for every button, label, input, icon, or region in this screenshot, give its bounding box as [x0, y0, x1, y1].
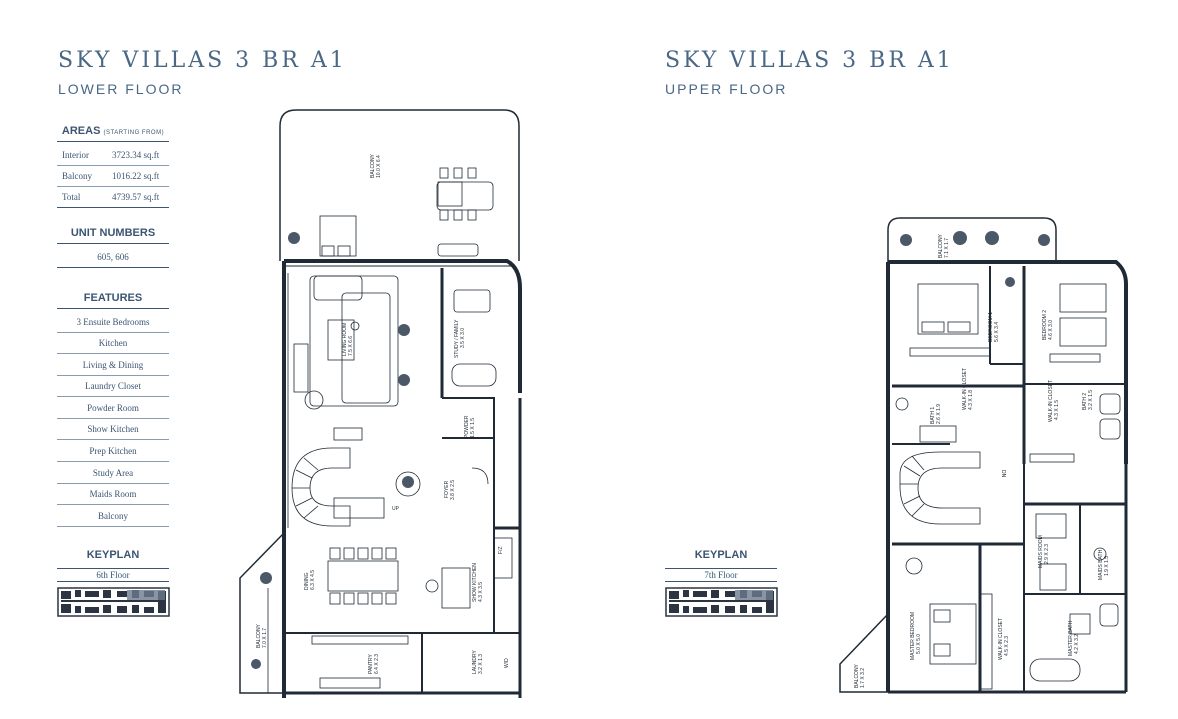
master-bath-label: MASTER BATH	[1068, 620, 1074, 656]
foyer-dim: 3.8 X 2.5	[450, 480, 456, 500]
feature-item: Living & Dining	[57, 355, 169, 376]
fridge-label: F/Z	[498, 547, 504, 555]
right-keyplan-floor: 7th Floor	[665, 568, 777, 582]
lower-floor-plan: BALCONY 10.0 X 6.4 LIVING ROOM 7.5 X 6.6…	[239, 109, 522, 698]
walkin-closet-2-dim: 4.3 X 1.5	[1054, 400, 1060, 420]
balcony-top-label: BALCONY	[370, 153, 376, 178]
walkin-closet-dim: 4.3 X 1.8	[968, 390, 974, 410]
bath-1-label: BATH 1	[930, 407, 936, 424]
left-keyplan-map	[57, 587, 170, 617]
left-keyplan-heading: KEYPLAN	[86, 549, 140, 561]
maids-room-dim: 2.9 X 2.3	[1044, 544, 1050, 564]
areas-heading: AREAS (STARTING FROM)	[57, 125, 169, 142]
maids-bath-label: MAIDS BATH	[1098, 549, 1104, 580]
show-kitchen-dim: 4.3 X 3.5	[478, 582, 484, 602]
left-subtitle: LOWER FLOOR	[58, 81, 184, 97]
master-bedroom-label: MASTER BEDROOM	[910, 612, 916, 660]
washer-dryer-label: W/D	[504, 658, 510, 668]
show-kitchen-label: SHOW KITCHEN	[472, 563, 478, 602]
dining-dim: 6.3 X 4.5	[310, 570, 316, 590]
balcony-top-dim: 7.1 X 1.7	[944, 238, 950, 258]
study-dim: 3.5 X 3.0	[460, 328, 466, 348]
area-label: Total	[62, 192, 81, 202]
maids-bath-dim: 1.9 X 1.5	[1104, 556, 1110, 576]
walkin-closet-2-label: WALK-IN CLOSET	[1048, 380, 1054, 422]
area-value: 3723.34 sq.ft	[112, 150, 160, 160]
area-row-interior: Interior 3723.34 sq.ft	[57, 145, 169, 166]
laundry-dim: 3.2 X 1.3	[478, 654, 484, 674]
feature-item: 3 Ensuite Bedrooms	[57, 312, 169, 333]
feature-item: Study Area	[57, 463, 169, 484]
upper-floor-plan: BALCONY 7.1 X 1.7 BEDROOM 1 5.6 X 3.4 BE…	[839, 217, 1128, 694]
walkin-closet-label: WALK-IN CLOSET	[962, 368, 968, 410]
area-row-balcony: Balcony 1016.22 sq.ft	[57, 166, 169, 187]
feature-item: Kitchen	[57, 333, 169, 354]
balcony-side-label: BALCONY	[854, 663, 860, 688]
balcony-outline	[279, 109, 520, 261]
laundry-label: LAUNDRY	[472, 650, 478, 674]
balcony-side-dim: 7.0 X 1.7	[262, 628, 268, 648]
right-keyplan-map	[665, 587, 778, 617]
balcony-side-label: BALCONY	[256, 623, 262, 648]
right-subtitle: UPPER FLOOR	[665, 81, 788, 97]
study-label: STUDY / FAMILY	[454, 319, 460, 358]
area-row-total: Total 4739.57 sq.ft	[57, 187, 169, 208]
bath-2-dim: 3.2 X 1.5	[1088, 390, 1094, 410]
dining-label: DINING	[304, 572, 310, 590]
pantry-label: PANTRY	[368, 654, 374, 674]
feature-item: Maids Room	[57, 484, 169, 505]
unit-numbers-heading: UNIT NUMBERS	[57, 227, 169, 244]
feature-item: Prep Kitchen	[57, 441, 169, 462]
feature-item: Laundry Closet	[57, 376, 169, 397]
feature-item: Show Kitchen	[57, 419, 169, 440]
feature-item: Balcony	[57, 506, 169, 527]
bedroom-2-label: BEDROOM 2	[1042, 310, 1048, 340]
master-bedroom-dim: 5.0 X 5.0	[916, 634, 922, 654]
right-title: SKY VILLAS 3 BR A1	[665, 48, 954, 73]
stair-down-label: DN	[1000, 470, 1006, 478]
powder-dim: 1.5 X 1.5	[470, 418, 476, 438]
master-closet-dim: 4.5 X 2.3	[1004, 636, 1010, 656]
pantry-dim: 6.4 X 2.3	[374, 654, 380, 674]
living-room-dim: 7.5 X 6.6	[348, 336, 354, 356]
stair-up-label: UP	[392, 506, 400, 512]
living-room-label: LIVING ROOM	[342, 323, 348, 356]
left-title: SKY VILLAS 3 BR A1	[58, 48, 347, 73]
master-closet-label: WALK-IN CLOSET	[998, 618, 1004, 660]
right-keyplan-heading: KEYPLAN	[694, 549, 748, 561]
foyer-label: FOYER	[444, 480, 450, 498]
bedroom-1-dim: 5.6 X 3.4	[994, 322, 1000, 342]
left-keyplan-floor: 6th Floor	[57, 568, 169, 582]
bath-2-label: BATH 2	[1082, 393, 1088, 410]
maids-room-label: MAIDS ROOM	[1038, 535, 1044, 568]
areas-heading-label: AREAS	[61, 125, 101, 137]
bath-1-dim: 2.6 X 1.9	[936, 404, 942, 424]
area-label: Balcony	[62, 171, 92, 181]
features-heading: FEATURES	[57, 292, 169, 309]
bedroom-2-dim: 4.6 X 3.0	[1048, 320, 1054, 340]
area-value: 1016.22 sq.ft	[112, 171, 160, 181]
balcony-top-label: BALCONY	[938, 233, 944, 258]
balcony-side-dim: 1.7 X 3.2	[860, 668, 866, 688]
area-label: Interior	[62, 150, 89, 160]
powder-label: POWDER	[464, 415, 470, 438]
feature-item: Powder Room	[57, 398, 169, 419]
bedroom-1-label: BEDROOM 1	[988, 312, 994, 342]
master-bath-dim: 4.2 X 3.2	[1074, 634, 1080, 654]
area-value: 4739.57 sq.ft	[112, 192, 160, 202]
areas-heading-note: (STARTING FROM)	[103, 130, 165, 136]
unit-numbers-value: 605, 606	[57, 247, 169, 268]
balcony-top-dim: 10.0 X 6.4	[376, 155, 382, 178]
